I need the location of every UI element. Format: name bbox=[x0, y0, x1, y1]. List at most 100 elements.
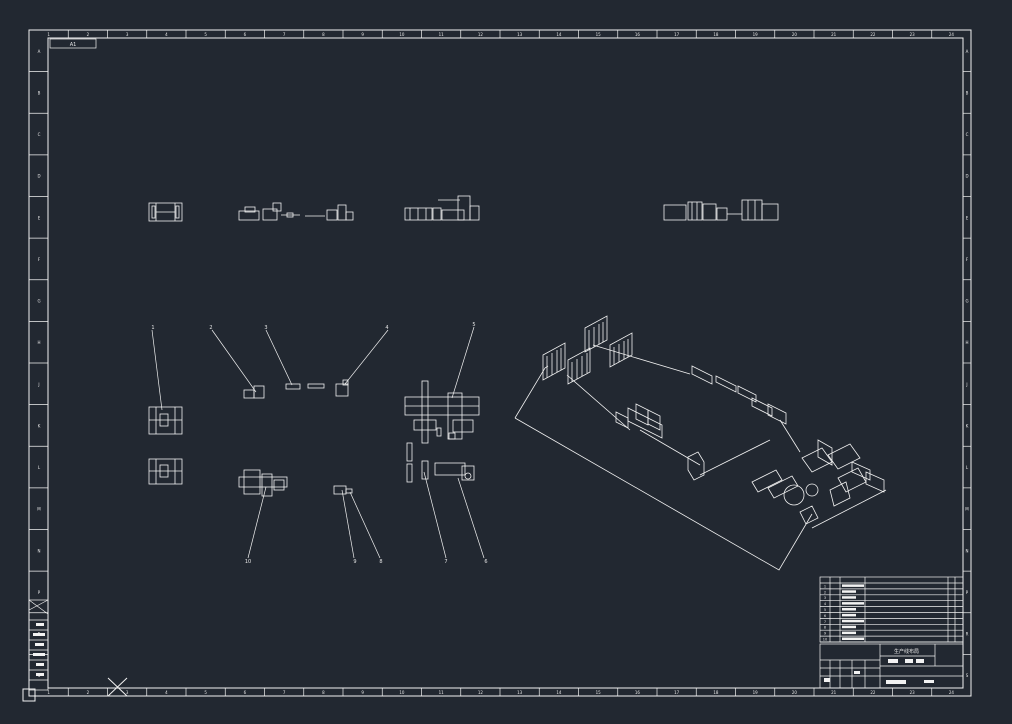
bom-row-text-mark bbox=[842, 625, 856, 629]
zone-number: 6 bbox=[244, 690, 247, 695]
zone-letter: H bbox=[37, 340, 40, 345]
bom-row-text-mark bbox=[842, 596, 856, 599]
corner-tag-label: A1 bbox=[70, 42, 77, 48]
view-3-top bbox=[404, 380, 480, 444]
zone-number: 13 bbox=[517, 32, 523, 37]
view-2-front bbox=[238, 202, 354, 221]
zone-letter: D bbox=[37, 174, 40, 179]
zone-letter: A bbox=[966, 49, 969, 54]
zone-number: 8 bbox=[322, 690, 325, 695]
zone-letter: L bbox=[38, 465, 41, 470]
bom-row-text-mark bbox=[842, 608, 856, 611]
zone-letter: H bbox=[965, 340, 968, 345]
zone-letter: E bbox=[966, 215, 969, 220]
zone-number: 1 bbox=[47, 32, 50, 37]
zone-letter: B bbox=[38, 90, 41, 95]
balloon-label-9: 9 bbox=[353, 559, 356, 565]
zone-number: 9 bbox=[361, 690, 364, 695]
view-1-side-b bbox=[148, 458, 183, 485]
zone-number: 7 bbox=[283, 32, 286, 37]
zone-number: 15 bbox=[596, 690, 602, 695]
zone-letter: N bbox=[38, 548, 41, 553]
zone-letter: C bbox=[38, 132, 41, 137]
balloon-label-10: 10 bbox=[245, 559, 251, 565]
zone-number: 19 bbox=[753, 690, 759, 695]
bom-row-number: 1 bbox=[824, 584, 826, 588]
balloon-label-3: 3 bbox=[264, 325, 267, 331]
zone-letter: L bbox=[966, 465, 969, 470]
zone-letter: E bbox=[38, 215, 41, 220]
balloon-leader bbox=[451, 326, 475, 399]
zone-letter: R bbox=[966, 632, 969, 637]
zone-number: 12 bbox=[478, 32, 484, 37]
zone-number: 19 bbox=[753, 32, 759, 37]
zone-number: 11 bbox=[439, 32, 445, 37]
balloon-label-5: 5 bbox=[472, 322, 475, 328]
zone-number: 21 bbox=[831, 32, 837, 37]
zone-number: 5 bbox=[204, 690, 207, 695]
view-1-front bbox=[148, 202, 183, 222]
zone-number: 5 bbox=[204, 32, 207, 37]
zone-number: 21 bbox=[831, 690, 837, 695]
view-3-front bbox=[404, 195, 480, 221]
zone-number: 20 bbox=[792, 690, 798, 695]
balloon-label-8: 8 bbox=[379, 559, 382, 565]
zone-number: 13 bbox=[517, 690, 523, 695]
zone-number: 2 bbox=[87, 32, 90, 37]
balloon-leader bbox=[349, 491, 381, 559]
bom-row-text-mark bbox=[842, 619, 864, 623]
zone-letter: G bbox=[37, 299, 40, 304]
revision-block bbox=[28, 599, 49, 691]
zone-letter: P bbox=[966, 590, 969, 595]
bom-row-number: 10 bbox=[823, 638, 827, 642]
zone-letter: N bbox=[966, 548, 969, 553]
zone-number: 7 bbox=[283, 690, 286, 695]
zone-number: 17 bbox=[674, 690, 680, 695]
bom-row-number: 7 bbox=[824, 620, 826, 624]
zone-number: 14 bbox=[556, 32, 562, 37]
zone-number: 4 bbox=[165, 690, 168, 695]
zone-number: 23 bbox=[910, 32, 916, 37]
balloon-leader bbox=[151, 329, 163, 411]
zone-letter: A bbox=[38, 49, 41, 54]
bom-row-text-mark bbox=[842, 584, 864, 587]
zone-number: 10 bbox=[399, 690, 405, 695]
balloon-leader bbox=[265, 329, 293, 386]
balloon-leader bbox=[211, 329, 257, 393]
zone-number: 14 bbox=[556, 690, 562, 695]
zone-number: 3 bbox=[126, 32, 129, 37]
view-2-top bbox=[243, 379, 349, 399]
balloon-label-6: 6 bbox=[484, 559, 487, 565]
bom-row-number: 3 bbox=[824, 596, 826, 600]
bom-row-number: 6 bbox=[824, 614, 826, 618]
title-block: 生产线布局 bbox=[819, 643, 964, 689]
balloon-leader bbox=[341, 489, 355, 559]
bom-row-text-mark bbox=[842, 590, 856, 593]
zone-letter: P bbox=[38, 590, 41, 595]
zone-number: 15 bbox=[596, 32, 602, 37]
zone-letter: S bbox=[966, 673, 969, 678]
ucs-crosshair-icon bbox=[22, 677, 128, 702]
zone-number: 8 bbox=[322, 32, 325, 37]
zone-number: 16 bbox=[635, 32, 641, 37]
balloon-leader bbox=[344, 329, 389, 385]
zone-letter: K bbox=[966, 423, 969, 428]
view-2-detail bbox=[238, 469, 353, 497]
zone-number: 3 bbox=[126, 690, 129, 695]
drawing-title: 生产线布局 bbox=[894, 648, 919, 655]
zone-number: 16 bbox=[635, 690, 641, 695]
bom-row-number: 9 bbox=[824, 632, 826, 636]
zone-number: 1 bbox=[47, 690, 50, 695]
zone-letter: J bbox=[37, 382, 39, 387]
zone-number: 2 bbox=[87, 690, 90, 695]
balloon-leader bbox=[247, 486, 267, 559]
zone-number: 24 bbox=[949, 690, 955, 695]
zone-number: 17 bbox=[674, 32, 680, 37]
zone-letter: M bbox=[965, 507, 969, 512]
